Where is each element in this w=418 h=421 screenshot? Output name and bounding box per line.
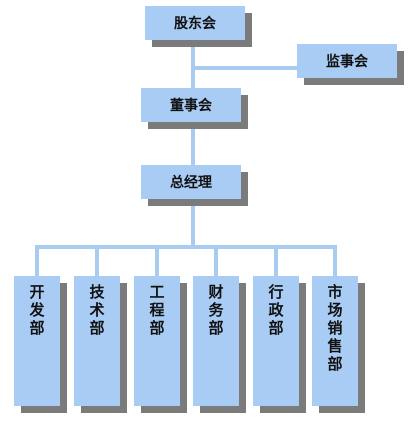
department-label: 开发部 xyxy=(27,284,46,338)
department-box-engineering: 工程部 xyxy=(134,276,180,406)
connector-manager-bus xyxy=(191,198,195,248)
connector-dept-4 xyxy=(214,245,218,276)
general-manager-box: 总经理 xyxy=(141,165,241,199)
connector-supervisors xyxy=(191,66,299,70)
connector-dept-1 xyxy=(35,245,39,276)
board-label: 董事会 xyxy=(170,98,212,114)
department-label: 技术部 xyxy=(87,284,106,338)
shareholders-box: 股东会 xyxy=(145,6,245,40)
department-box-technology: 技术部 xyxy=(74,276,120,406)
board-box: 董事会 xyxy=(141,88,241,122)
general-manager-label: 总经理 xyxy=(170,175,212,191)
department-box-marketing-sales: 市场销售部 xyxy=(312,276,358,406)
connector-shareholders-board xyxy=(191,38,195,92)
department-label: 市场销售部 xyxy=(325,284,344,374)
connector-dept-2 xyxy=(95,245,99,276)
connector-department-bus xyxy=(35,245,337,249)
department-box-development: 开发部 xyxy=(14,276,60,406)
department-box-administration: 行政部 xyxy=(253,276,299,406)
connector-board-manager xyxy=(191,122,195,166)
connector-dept-6 xyxy=(333,245,337,276)
connector-dept-3 xyxy=(155,245,159,276)
department-label: 财务部 xyxy=(206,284,225,338)
department-label: 工程部 xyxy=(147,284,166,338)
department-box-finance: 财务部 xyxy=(193,276,239,406)
supervisors-box: 监事会 xyxy=(297,44,397,78)
shareholders-label: 股东会 xyxy=(174,16,216,32)
supervisors-label: 监事会 xyxy=(326,54,368,70)
department-label: 行政部 xyxy=(266,284,285,338)
connector-dept-5 xyxy=(274,245,278,276)
